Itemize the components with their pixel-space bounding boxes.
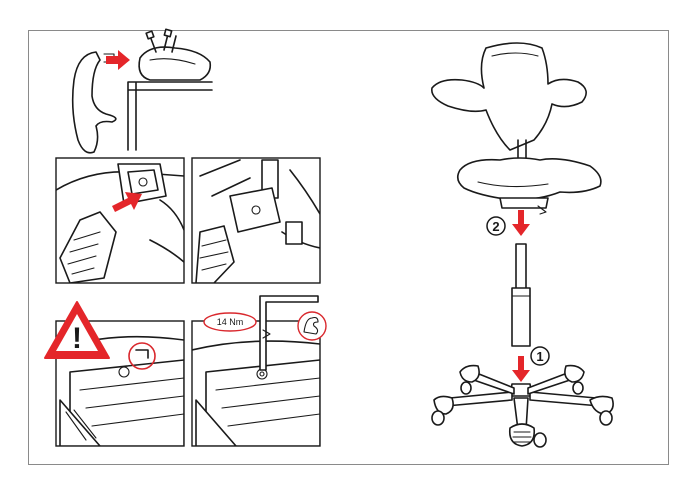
step2-badge: [486, 216, 506, 236]
chair-base: [431, 364, 614, 448]
step1-badge: [530, 346, 550, 366]
insert-arrow: [106, 50, 130, 70]
gas-lift-lower: [511, 287, 531, 347]
step1-arrow: [512, 356, 530, 382]
chair-backrest: [431, 42, 587, 151]
torque-label: 14 Nm: [217, 317, 244, 327]
allen-key: [259, 295, 319, 371]
strength-icon: [297, 311, 327, 341]
step2-label: 2: [492, 219, 499, 234]
chair-seat: [456, 157, 602, 201]
warning-highlight-circle: [128, 342, 156, 370]
step2-arrow: [512, 210, 530, 236]
panel-warning: !: [44, 301, 185, 447]
torque-badge: [203, 312, 257, 332]
panel-mechanism-fitted: [191, 157, 321, 284]
instruction-frame: [28, 30, 669, 465]
step1-label: 1: [536, 349, 543, 364]
backrest-attach-illustration: [71, 28, 213, 154]
panel-mechanism-insert: [55, 157, 185, 284]
chair-assembly-illustration: 2 1: [431, 42, 614, 448]
warning-symbol: !: [72, 322, 82, 355]
panel-torque: 14 Nm: [191, 295, 327, 447]
mechanism-arrow: [112, 192, 142, 212]
gas-lift-upper: [515, 243, 527, 291]
